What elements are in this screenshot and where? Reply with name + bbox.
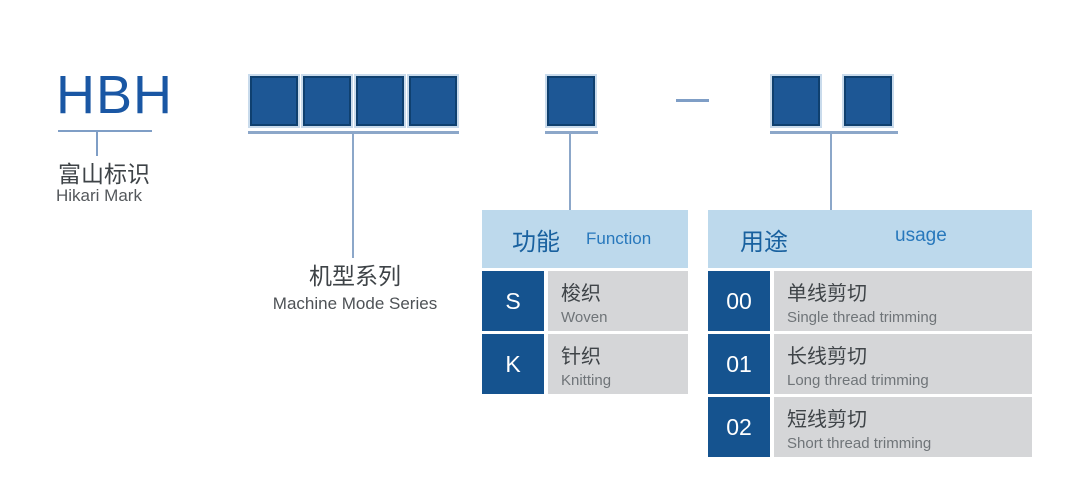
series-code-box: [409, 76, 457, 126]
function-table: 功能 Function S 梭织 Woven K 针织 Knitting: [482, 210, 688, 394]
usage-connector-line: [830, 134, 832, 210]
function-table-title-en: Function: [586, 229, 652, 248]
brand-code: HBH: [56, 65, 174, 125]
usage-desc-en: Short thread trimming: [787, 434, 932, 452]
usage-code-box: [844, 76, 892, 126]
series-code-boxes: [250, 76, 457, 126]
table-row: S 梭织 Woven: [482, 271, 688, 331]
function-table-title-cn: 功能: [512, 228, 560, 256]
series-connector-line: [352, 134, 354, 258]
function-desc-cn: 针织: [561, 345, 601, 368]
function-desc-cell: 针织 Knitting: [548, 334, 688, 394]
usage-table: 用途 usage 00 单线剪切 Single thread trimming …: [708, 210, 1032, 457]
usage-code-cell: 02: [708, 397, 770, 457]
usage-table-header: 用途 usage: [708, 210, 1032, 268]
function-desc-cell: 梭织 Woven: [548, 271, 688, 331]
table-row: 00 单线剪切 Single thread trimming: [708, 271, 1032, 331]
usage-table-title-cn: 用途: [740, 228, 788, 256]
function-underline: [545, 131, 598, 134]
usage-desc-cn: 长线剪切: [787, 345, 867, 368]
usage-underline: [770, 131, 898, 134]
series-underline: [248, 131, 459, 134]
usage-desc-en: Single thread trimming: [787, 308, 938, 326]
usage-desc-en: Long thread trimming: [787, 371, 929, 389]
table-row: 02 短线剪切 Short thread trimming: [708, 397, 1032, 457]
table-row: 01 长线剪切 Long thread trimming: [708, 334, 1032, 394]
usage-table-title-en: usage: [895, 225, 947, 246]
series-label-cn: 机型系列: [309, 263, 401, 289]
function-connector-line: [569, 134, 571, 210]
table-row: K 针织 Knitting: [482, 334, 688, 394]
function-desc-en: Woven: [561, 308, 608, 326]
brand-name-cn: 富山标识: [58, 161, 150, 187]
function-desc-en: Knitting: [561, 371, 612, 389]
function-code-cell: S: [482, 271, 544, 331]
usage-desc-cn: 单线剪切: [787, 282, 867, 305]
series-code-box: [356, 76, 404, 126]
usage-code-boxes: [772, 76, 892, 126]
function-code-boxes: [547, 76, 595, 126]
usage-code-box: [772, 76, 820, 126]
series-code-box: [250, 76, 298, 126]
function-desc-cn: 梭织: [561, 282, 601, 305]
brand-underline: [58, 130, 152, 132]
usage-desc-cell: 单线剪切 Single thread trimming: [774, 271, 1032, 331]
function-table-header: 功能 Function: [482, 210, 688, 268]
series-code-box: [303, 76, 351, 126]
brand-connector-line: [96, 131, 98, 156]
series-label: 机型系列 Machine Mode Series: [240, 257, 470, 314]
usage-code-cell: 00: [708, 271, 770, 331]
usage-desc-cell: 短线剪切 Short thread trimming: [774, 397, 1032, 457]
brand-name-en: Hikari Mark: [56, 186, 142, 205]
usage-desc-cn: 短线剪切: [787, 408, 867, 431]
separator-dash: [676, 99, 709, 102]
series-label-en: Machine Mode Series: [272, 294, 438, 313]
usage-desc-cell: 长线剪切 Long thread trimming: [774, 334, 1032, 394]
function-code-box: [547, 76, 595, 126]
usage-code-cell: 01: [708, 334, 770, 394]
function-code-cell: K: [482, 334, 544, 394]
